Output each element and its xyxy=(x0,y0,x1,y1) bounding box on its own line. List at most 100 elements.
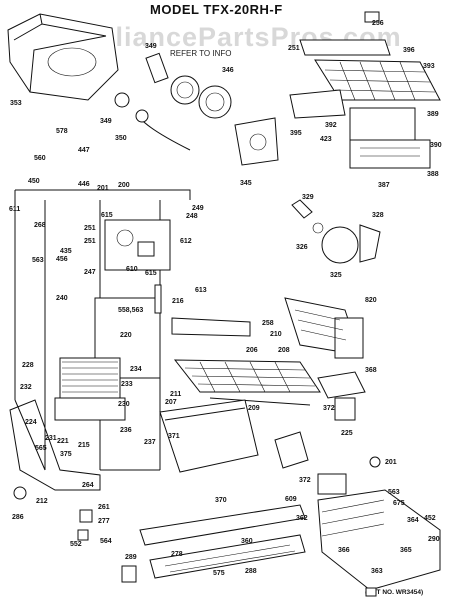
part-label-558-563: 558,563 xyxy=(118,307,143,314)
shelf-grid-shape xyxy=(299,11,441,101)
part-label-201: 201 xyxy=(97,185,109,192)
part-label-675: 675 xyxy=(393,500,405,507)
wire-rack xyxy=(173,359,321,406)
part-label-234: 234 xyxy=(130,366,142,373)
part-363 xyxy=(365,587,377,597)
part-label-368: 368 xyxy=(365,367,377,374)
part-label-560: 560 xyxy=(34,155,46,162)
part-label-447: 447 xyxy=(78,147,90,154)
part-label-423: 423 xyxy=(320,136,332,143)
mullion-cover xyxy=(274,431,309,469)
part-label-233: 233 xyxy=(121,381,133,388)
part-label-209: 209 xyxy=(248,405,260,412)
part-label-261: 261 xyxy=(98,504,110,511)
part-label-288: 288 xyxy=(245,568,257,575)
part-label-350: 350 xyxy=(115,135,127,142)
part-label-372: 372 xyxy=(323,405,335,412)
part-label-375: 375 xyxy=(60,451,72,458)
tray-shapes xyxy=(289,89,431,169)
part-label-278: 278 xyxy=(171,551,183,558)
part-label-251: 251 xyxy=(84,225,96,232)
part-label-372: 372 xyxy=(299,477,311,484)
part-label-446: 446 xyxy=(78,181,90,188)
part-label-450: 450 xyxy=(28,178,40,185)
part-label-251: 251 xyxy=(84,238,96,245)
part-label-565: 565 xyxy=(35,445,47,452)
duct-shape xyxy=(317,371,366,399)
part-label-387: 387 xyxy=(378,182,390,189)
part-label-277: 277 xyxy=(98,518,110,525)
part-label-363: 363 xyxy=(371,568,383,575)
clip-261 xyxy=(77,529,89,541)
part-label-264: 264 xyxy=(82,482,94,489)
caster-264 xyxy=(13,486,27,500)
part-label-456: 456 xyxy=(56,256,68,263)
part-label-237: 237 xyxy=(144,439,156,446)
control-panel-shape xyxy=(104,219,171,271)
part-label-211: 211 xyxy=(170,391,181,398)
part-label-392: 392 xyxy=(325,122,337,129)
part-label-286: 286 xyxy=(12,514,24,521)
part-label-329: 329 xyxy=(302,194,314,201)
condenser-base xyxy=(317,473,441,591)
part-label-216: 216 xyxy=(172,298,184,305)
part-label-236: 236 xyxy=(120,427,132,434)
part-label-225: 225 xyxy=(341,430,353,437)
part-label-208: 208 xyxy=(278,347,290,354)
auger-motor-shapes xyxy=(114,52,232,151)
part-label-578: 578 xyxy=(56,128,68,135)
part-label-564: 564 xyxy=(100,538,112,545)
part-label-247: 247 xyxy=(84,269,96,276)
part-label-365: 365 xyxy=(400,547,412,554)
part-label-388: 388 xyxy=(427,171,439,178)
part-label-228: 228 xyxy=(22,362,34,369)
part-label-349: 349 xyxy=(100,118,112,125)
part-label-221: 221 xyxy=(57,438,69,445)
part-label-249: 249 xyxy=(192,205,204,212)
bracket-shape xyxy=(234,117,279,166)
diagram-subtitle: REFER TO INFO xyxy=(170,49,232,58)
part-label-390: 390 xyxy=(430,142,442,149)
part-label-615: 615 xyxy=(145,270,157,277)
part-label-212: 212 xyxy=(36,498,48,505)
relay-375 xyxy=(369,456,381,468)
part-label-613: 613 xyxy=(195,287,207,294)
part-label-231: 231 xyxy=(45,435,57,442)
part-label-360: 360 xyxy=(241,538,253,545)
part-label-251: 251 xyxy=(288,45,300,52)
door-gasket xyxy=(9,399,101,491)
part-label-435: 435 xyxy=(60,248,72,255)
part-label-207: 207 xyxy=(165,399,177,406)
part-label-353: 353 xyxy=(10,100,22,107)
part-label-268: 268 xyxy=(34,222,46,229)
diagram-title: MODEL TFX-20RH-F xyxy=(150,2,283,17)
part-label-206: 206 xyxy=(246,347,258,354)
part-label-215: 215 xyxy=(78,442,90,449)
part-label-200: 200 xyxy=(118,182,130,189)
part-label-345: 345 xyxy=(240,180,252,187)
part-label-224: 224 xyxy=(25,419,37,426)
ice-bucket-shape xyxy=(7,13,119,101)
part-label-820: 820 xyxy=(365,297,377,304)
part-label-612: 612 xyxy=(180,238,192,245)
part-label-248: 248 xyxy=(186,213,198,220)
kickplate xyxy=(121,504,306,583)
part-label-371: 371 xyxy=(168,433,180,440)
part-label-328: 328 xyxy=(372,212,384,219)
evaporator-coil xyxy=(54,357,126,421)
part-label-362: 362 xyxy=(296,515,308,522)
part-label-610: 610 xyxy=(126,266,138,273)
part-label-370: 370 xyxy=(215,497,227,504)
part-label-258: 258 xyxy=(262,320,274,327)
icemaker-unit xyxy=(284,297,364,359)
part-label-389: 389 xyxy=(427,111,439,118)
heater-tube xyxy=(171,317,251,337)
part-label-395: 395 xyxy=(290,130,302,137)
clip-609 xyxy=(79,509,93,523)
fan-motor-shape xyxy=(312,222,381,264)
part-label-230: 230 xyxy=(118,401,130,408)
part-label-326: 326 xyxy=(296,244,308,251)
